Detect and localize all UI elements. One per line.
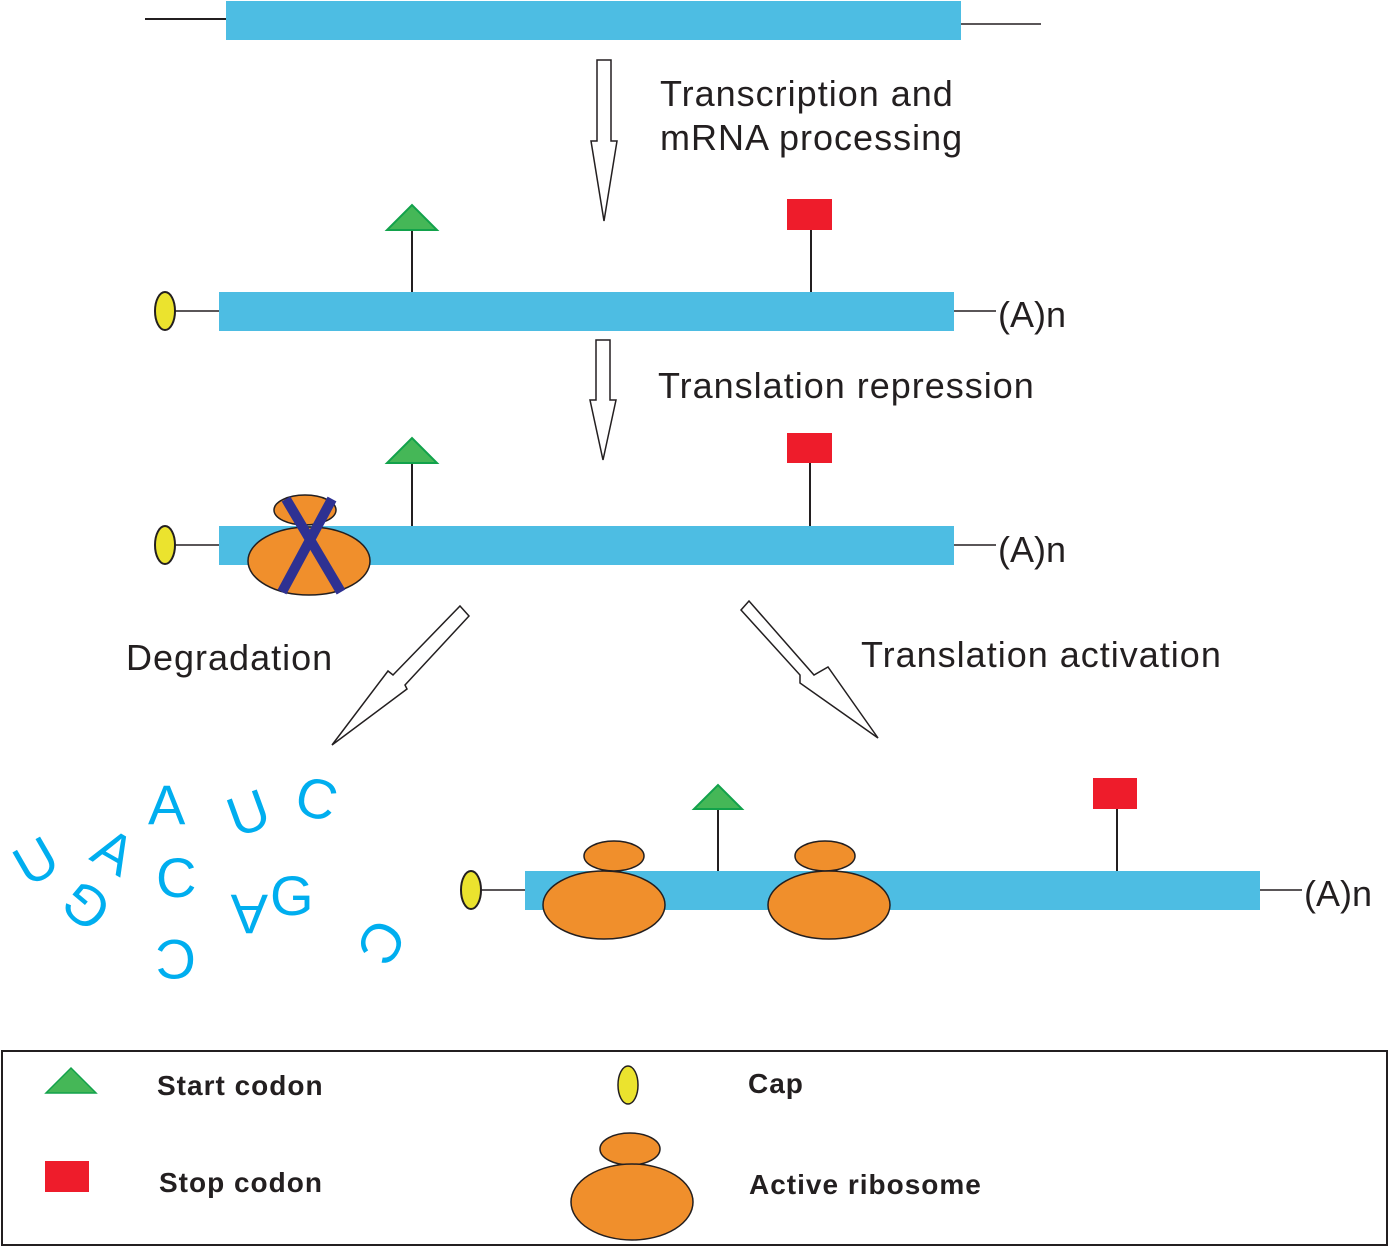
ribosome-small-subunit: [599, 1132, 661, 1166]
mrna-translating: (A)n: [460, 778, 1372, 940]
inactive-ribosome: [247, 494, 371, 596]
legend-active-ribosome: Active ribosome: [749, 1169, 982, 1200]
arrow-down-repression: [589, 339, 617, 461]
ribosome-large-subunit: [570, 1163, 694, 1241]
mrna-body: [219, 292, 954, 331]
cap-icon: [460, 870, 482, 910]
polya-tail-label: (A)n: [998, 529, 1066, 570]
nucleotide-letter: C: [344, 909, 419, 976]
degraded-nucleotides: A A U C U C G A G C C: [3, 763, 420, 991]
repression-cross-icon: [281, 496, 346, 595]
ribosome-large-subunit: [247, 526, 371, 596]
legend-box: [1, 1050, 1388, 1246]
nucleotide-letter: C: [156, 846, 196, 909]
arrow-degradation: [331, 604, 471, 746]
label-translation-repression: Translation repression: [658, 365, 1035, 406]
legend-stop-codon: Stop codon: [159, 1167, 323, 1198]
ribosome-small-subunit: [794, 840, 856, 872]
active-ribosome: [767, 840, 891, 940]
mrna-repressed: (A)n: [154, 433, 1066, 596]
ribosome-small-subunit: [583, 840, 645, 872]
polya-tail-label: (A)n: [998, 294, 1066, 335]
legend-cap: Cap: [748, 1068, 804, 1099]
nucleotide-letter: U: [3, 824, 70, 899]
start-codon-icon: [691, 783, 745, 810]
nucleotide-letter: C: [156, 928, 196, 991]
ribosome-large-subunit: [542, 870, 666, 940]
start-codon-icon: [384, 436, 440, 464]
cap-icon: [617, 1065, 639, 1105]
stop-codon-icon: [1093, 778, 1137, 809]
stop-codon-icon: [787, 199, 832, 230]
start-codon-icon: [44, 1066, 98, 1094]
start-codon-icon: [384, 203, 440, 231]
nucleotide-letter: C: [289, 763, 344, 834]
label-transcription-line1: Transcription and: [660, 73, 954, 114]
label-translation-activation: Translation activation: [861, 634, 1222, 675]
nucleotide-letter: A: [148, 773, 186, 836]
repression-cross-icon: [277, 496, 337, 595]
cap-icon: [154, 525, 176, 565]
label-transcription-line2: mRNA processing: [660, 117, 963, 158]
nucleotide-letter: A: [230, 883, 268, 946]
gene-body: [226, 1, 961, 40]
cap-icon: [154, 291, 176, 331]
nucleotide-letter: U: [219, 776, 279, 849]
active-ribosome: [542, 840, 666, 940]
arrow-down-transcription: [590, 59, 618, 222]
legend-start-codon: Start codon: [157, 1070, 324, 1101]
gene: [145, 1, 1041, 40]
polya-tail-label: (A)n: [1304, 873, 1372, 914]
stop-codon-icon: [787, 433, 832, 463]
nucleotide-letter: G: [270, 864, 314, 927]
ribosome-large-subunit: [767, 870, 891, 940]
label-degradation: Degradation: [126, 637, 333, 678]
stop-codon-icon: [45, 1161, 89, 1192]
mrna-mature: (A)n: [154, 199, 1066, 335]
legend: Start codon Stop codon Cap Active riboso…: [1, 1050, 1388, 1246]
arrow-activation: [739, 599, 879, 739]
